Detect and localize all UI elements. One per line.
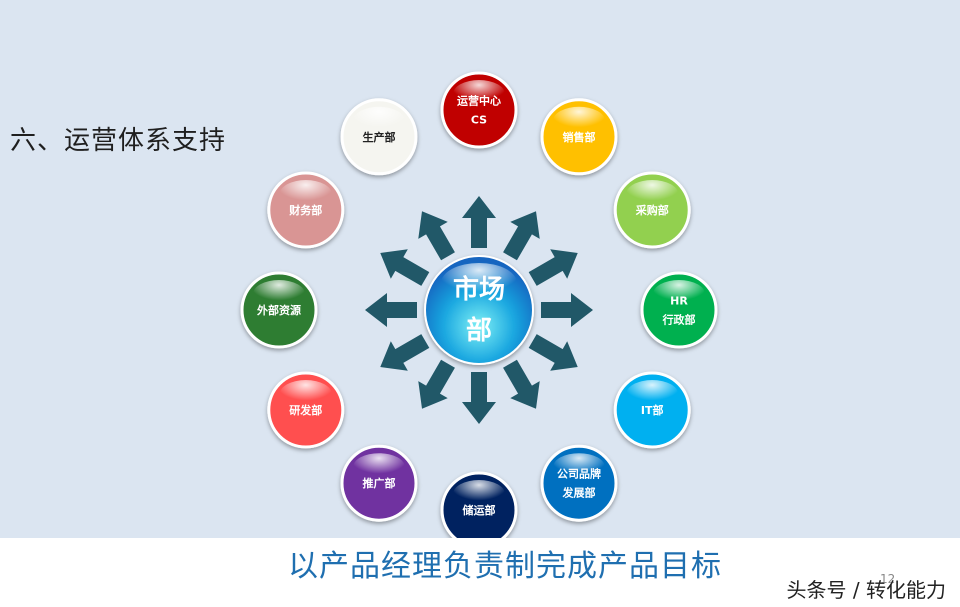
department-label: 推广部: [363, 476, 396, 490]
orb-highlight: [553, 453, 605, 482]
department-orb-3: HR 行政部: [640, 271, 718, 349]
department-orb-8: 研发部: [267, 371, 345, 449]
arrow-5: [503, 359, 540, 409]
arrow-6: [462, 372, 496, 424]
orb-highlight: [653, 280, 705, 308]
department-label: 运营中心: [457, 94, 501, 108]
watermark-text: 头条号 / 转化能力: [786, 578, 946, 602]
department-label: 采购部: [635, 203, 669, 217]
department-orb-1: 销售部: [540, 98, 618, 176]
arrow-10: [380, 249, 430, 286]
department-orb-11: 生产部: [340, 98, 418, 176]
department-label: 财务部: [288, 203, 322, 217]
arrow-7: [418, 359, 455, 409]
department-label: 行政部: [662, 313, 696, 327]
arrow-3: [541, 293, 593, 327]
orb-highlight: [453, 480, 505, 508]
department-label: CS: [471, 114, 487, 127]
arrow-0: [462, 196, 496, 248]
department-label: 发展部: [562, 486, 596, 500]
department-orb-9: 外部资源: [240, 271, 318, 349]
arrow-9: [365, 293, 417, 327]
department-orb-10: 财务部: [267, 171, 345, 249]
department-label: 公司品牌: [557, 467, 601, 481]
arrow-1: [503, 211, 540, 261]
department-label: 研发部: [289, 403, 322, 417]
orb-highlight: [353, 453, 405, 482]
orb-highlight: [279, 380, 332, 408]
department-orb-4: IT部: [613, 371, 691, 449]
department-label: 储运部: [463, 503, 496, 517]
orb-highlight: [626, 380, 679, 408]
tagline: 以产品经理负责制完成产品目标: [288, 549, 722, 584]
arrow-11: [418, 211, 455, 261]
department-orb-2: 采购部: [613, 171, 691, 249]
orb-highlight: [626, 180, 679, 208]
orb-highlight: [553, 106, 605, 135]
page-number: 12: [880, 572, 896, 586]
footer-band: [0, 538, 960, 607]
department-label: 外部资源: [256, 303, 301, 317]
department-orb-7: 推广部: [340, 444, 418, 522]
center-label-line-2: 部: [466, 316, 492, 346]
arrow-2: [528, 249, 578, 286]
orb-highlight: [253, 280, 305, 308]
center-label-line-1: 市场: [453, 274, 505, 305]
department-label: 生产部: [363, 130, 396, 144]
orb-highlight: [453, 80, 505, 108]
department-orb-6: 储运部: [440, 471, 518, 538]
arrow-4: [528, 334, 578, 371]
department-label: 销售部: [563, 130, 596, 144]
orb-highlight: [353, 106, 405, 135]
center-node-market-dept: 市场 部: [424, 255, 534, 365]
department-orb-0: 运营中心 CS: [440, 71, 518, 149]
department-label: HR: [670, 295, 688, 308]
department-label: IT部: [641, 403, 664, 417]
orb-highlight: [279, 180, 332, 208]
arrows-group: [365, 196, 593, 424]
section-title: 六、运营体系支持: [10, 126, 227, 156]
arrow-8: [380, 334, 430, 371]
